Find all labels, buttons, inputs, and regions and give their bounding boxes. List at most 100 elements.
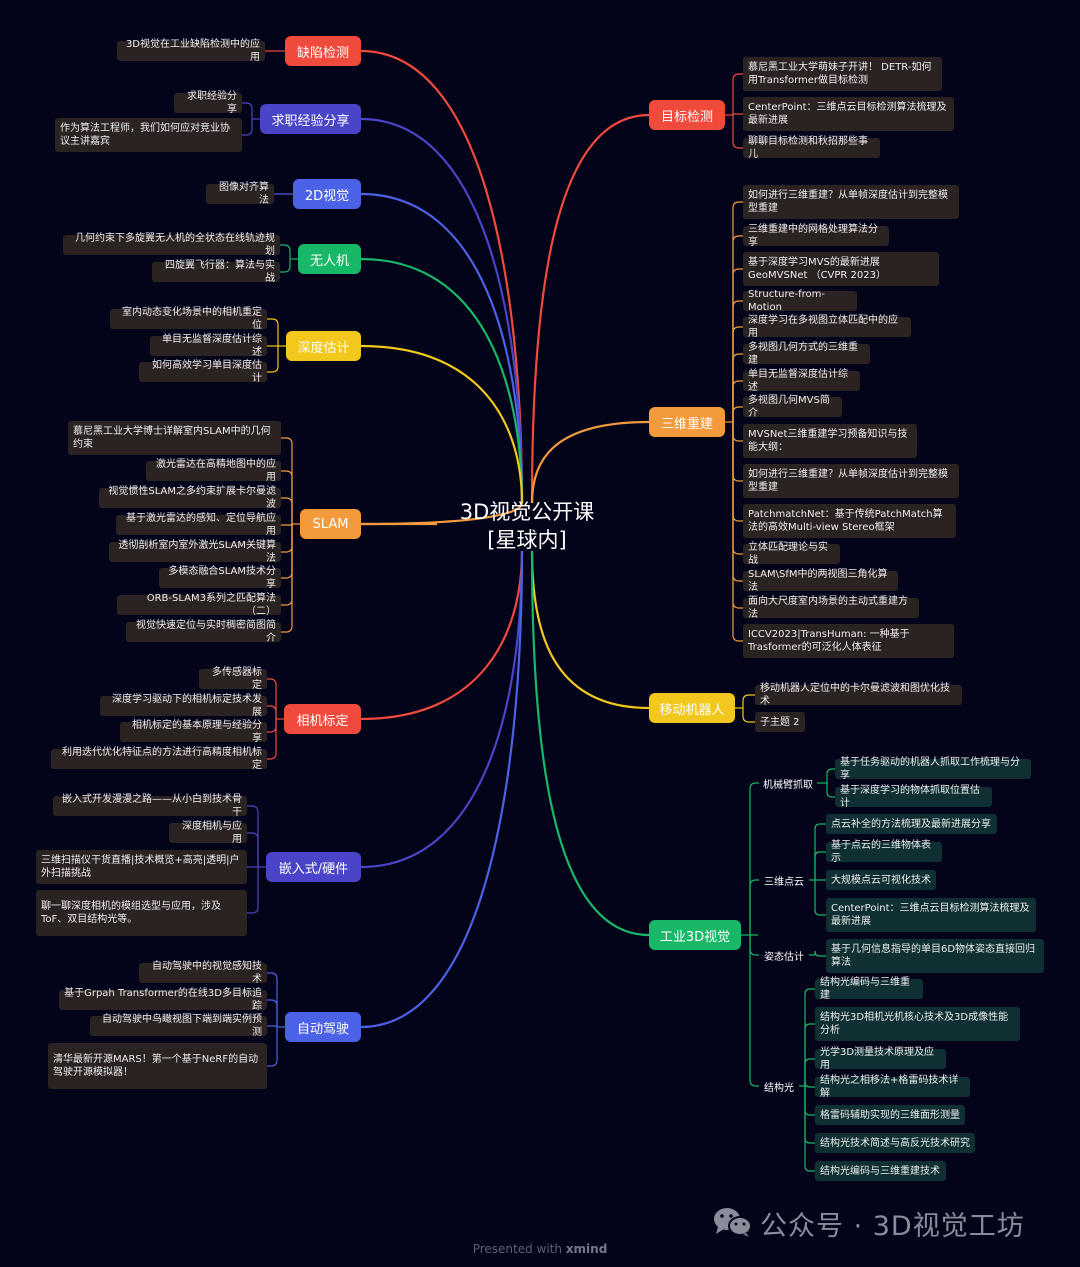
topic-item[interactable]: 几何约束下多旋翼无人机的全状态在线轨迹规划 xyxy=(63,233,280,257)
topic-item[interactable]: 基于深度学习的物体抓取位置估计 xyxy=(835,785,992,809)
topic-item[interactable]: 求职经验分享 xyxy=(174,91,242,115)
topic-item[interactable]: 嵌入式开发漫漫之路——从小白到技术骨干 xyxy=(53,794,247,818)
topic-item[interactable]: 清华最新开源MARS！第一个基于NeRF的自动驾驶开源模拟器！ xyxy=(48,1043,267,1089)
topic-item[interactable]: 结构光技术简述与高反光技术研究 xyxy=(815,1133,975,1153)
branch-13[interactable]: 工业3D视觉 xyxy=(649,920,741,950)
connector-line xyxy=(247,805,259,867)
connector-line xyxy=(267,1027,278,1067)
topic-item[interactable]: 大规模点云可视化技术 xyxy=(826,870,936,890)
branch-3[interactable]: 2D视觉 xyxy=(293,179,361,209)
topic-item[interactable]: 格雷码辅助实现的三维面形测量 xyxy=(815,1105,965,1125)
topic-item[interactable]: 三维扫描仪干货直播|技术概览+高亮|透明|户外扫描挑战 xyxy=(36,850,247,884)
topic-item[interactable]: 相机标定的基本原理与经验分享 xyxy=(120,720,267,744)
branch-1[interactable]: 缺陷检测 xyxy=(285,36,361,66)
branch-2[interactable]: 求职经验分享 xyxy=(260,104,361,134)
topic-item[interactable]: 点云补全的方法梳理及最新进展分享 xyxy=(826,814,997,834)
topic-item[interactable]: 结构光编码与三维重建 xyxy=(815,977,923,1001)
topic-item[interactable]: 深度相机与应用 xyxy=(169,821,247,845)
topic-item[interactable]: 自动驾驶中鸟瞰视图下端到端实例预测 xyxy=(90,1014,267,1038)
topic-item[interactable]: 慕尼黑工业大学萌妹子开讲！ DETR-如何用Transformer做目标检测 xyxy=(743,57,942,91)
topic-item[interactable]: ORB-SLAM3系列之匹配算法（二） xyxy=(117,593,281,617)
branch-6[interactable]: SLAM xyxy=(300,509,361,539)
topic-item[interactable]: 3D视觉在工业缺陷检测中的应用 xyxy=(117,39,265,63)
group-3[interactable]: 姿态估计 xyxy=(764,951,804,963)
topic-item[interactable]: 多视图几何方式的三维重建 xyxy=(743,342,870,366)
footer: Presented with xmind xyxy=(0,1242,1080,1256)
topic-item[interactable]: ICCV2023|TransHuman: 一种基于Trasformer的可泛化人… xyxy=(743,624,954,658)
topic-item[interactable]: 聊一聊深度相机的模组选型与应用，涉及ToF、双目结构光等。 xyxy=(36,890,247,936)
topic-item[interactable]: 单目无监督深度估计综述 xyxy=(150,334,267,358)
topic-item[interactable]: SLAM\SfM中的两视图三角化算法 xyxy=(743,569,898,593)
topic-item[interactable]: 立体匹配理论与实战 xyxy=(743,542,840,566)
branch-7[interactable]: 相机标定 xyxy=(284,704,361,734)
branch-12[interactable]: 移动机器人 xyxy=(649,693,735,723)
connector-line xyxy=(732,73,743,115)
group-2[interactable]: 三维点云 xyxy=(764,876,804,888)
topic-item[interactable]: 透彻剖析室内室外激光SLAM关键算法 xyxy=(109,540,281,564)
connector-line xyxy=(360,550,524,721)
topic-item[interactable]: 深度学习驱动下的相机标定技术发展 xyxy=(100,694,267,718)
topic-item[interactable]: Structure-from-Motion xyxy=(743,289,857,313)
branch-5[interactable]: 深度估计 xyxy=(286,331,361,361)
topic-item[interactable]: 基于几何信息指导的单目6D物体姿态直接回归算法 xyxy=(826,939,1044,973)
topic-item[interactable]: 如何高效学习单目深度估计 xyxy=(139,360,267,384)
topic-item[interactable]: CenterPoint：三维点云目标检测算法梳理及最新进展 xyxy=(743,97,954,131)
topic-item[interactable]: 多传感器标定 xyxy=(199,667,267,691)
topic-item[interactable]: 基于深度学习MVS的最新进展GeoMVSNet （CVPR 2023） xyxy=(743,252,939,286)
group-1[interactable]: 机械臂抓取 xyxy=(763,779,813,791)
topic-item[interactable]: 如何进行三维重建？从单帧深度估计到完整模型重建 xyxy=(743,464,959,498)
topic-item[interactable]: 结构光之相移法+格雷码技术详解 xyxy=(815,1075,970,1099)
connector-line xyxy=(530,113,650,504)
topic-item[interactable]: 基于任务驱动的机器人抓取工作梳理与分享 xyxy=(835,757,1031,781)
group-4[interactable]: 结构光 xyxy=(764,1082,794,1094)
topic-item[interactable]: 图像对齐算法 xyxy=(206,182,274,206)
branch-4[interactable]: 无人机 xyxy=(298,244,361,274)
topic-item[interactable]: 利用迭代优化特征点的方法进行高精度相机标定 xyxy=(51,747,267,771)
branch-9[interactable]: 自动驾驶 xyxy=(285,1012,361,1042)
topic-item[interactable]: 视觉快速定位与实时稠密简图简介 xyxy=(126,620,281,644)
topic-item[interactable]: 慕尼黑工业大学博士详解室内SLAM中的几何约束 xyxy=(68,421,281,455)
connector-line xyxy=(804,1086,815,1116)
topic-item[interactable]: 室内动态变化场景中的相机重定位 xyxy=(110,307,267,331)
topic-item[interactable]: 作为算法工程师，我们如何应对竞业协议主讲嘉宾 xyxy=(55,118,242,152)
connector-line xyxy=(732,422,743,555)
connector-line xyxy=(267,705,277,719)
topic-item[interactable]: MVSNet三维重建学习预备知识与技能大纲： xyxy=(743,424,917,458)
topic-item[interactable]: CenterPoint：三维点云目标检测算法梳理及最新进展 xyxy=(826,898,1036,932)
topic-item[interactable]: 如何进行三维重建？从单帧深度估计到完整模型重建 xyxy=(743,185,959,219)
topic-item[interactable]: 结构光编码与三维重建技术 xyxy=(815,1161,946,1181)
topic-item[interactable]: PatchmatchNet：基于传统PatchMatch算法的高效Multi-v… xyxy=(743,504,956,538)
branch-8[interactable]: 嵌入式/硬件 xyxy=(266,852,361,882)
topic-item[interactable]: 移动机器人定位中的卡尔曼滤波和图优化技术 xyxy=(755,683,962,707)
central-topic[interactable]: 3D视觉公开课 [星球内] xyxy=(459,500,595,552)
footer-prefix: Presented with xyxy=(472,1242,566,1256)
connector-line xyxy=(281,524,293,633)
connector-line xyxy=(242,119,253,136)
topic-item[interactable]: 基于Grpah Transformer的在线3D多目标追踪 xyxy=(59,988,267,1012)
branch-10[interactable]: 目标检测 xyxy=(649,100,725,130)
topic-item[interactable]: 结构光3D相机光机核心技术及3D成像性能分析 xyxy=(815,1007,1020,1041)
topic-item[interactable]: 激光雷达在高精地图中的应用 xyxy=(146,459,281,483)
topic-item[interactable]: 子主题 2 xyxy=(755,712,805,732)
topic-item[interactable]: 三维重建中的网格处理算法分享 xyxy=(743,224,889,248)
topic-item[interactable]: 多模态融合SLAM技术分享 xyxy=(159,566,281,590)
topic-item[interactable]: 光学3D测量技术原理及应用 xyxy=(815,1047,946,1071)
topic-item[interactable]: 聊聊目标检测和秋招那些事儿 xyxy=(743,136,880,160)
topic-item[interactable]: 多视图几何MVS简介 xyxy=(743,395,842,419)
topic-item[interactable]: 自动驾驶中的视觉感知技术 xyxy=(139,961,267,985)
connector-line xyxy=(242,102,253,119)
connector-line xyxy=(280,259,291,273)
footer-brand: xmind xyxy=(565,1242,608,1256)
topic-item[interactable]: 基于激光雷达的感知、定位导航应用 xyxy=(116,513,281,537)
topic-item[interactable]: 基于点云的三维物体表示 xyxy=(826,840,942,864)
branch-11[interactable]: 三维重建 xyxy=(649,407,725,437)
topic-item[interactable]: 深度学习在多视图立体匹配中的应用 xyxy=(743,315,911,339)
topic-item[interactable]: 单目无监督深度估计综述 xyxy=(743,369,860,393)
topic-item[interactable]: 面向大尺度室内场景的主动式重建方法 xyxy=(743,596,919,620)
connector-line xyxy=(267,719,277,733)
topic-item[interactable]: 视觉惯性SLAM之多约束扩展卡尔曼滤波 xyxy=(99,486,281,510)
connector-line xyxy=(732,326,743,422)
connector-line xyxy=(360,550,524,869)
topic-item[interactable]: 四旋翼飞行器：算法与实战 xyxy=(152,260,280,284)
